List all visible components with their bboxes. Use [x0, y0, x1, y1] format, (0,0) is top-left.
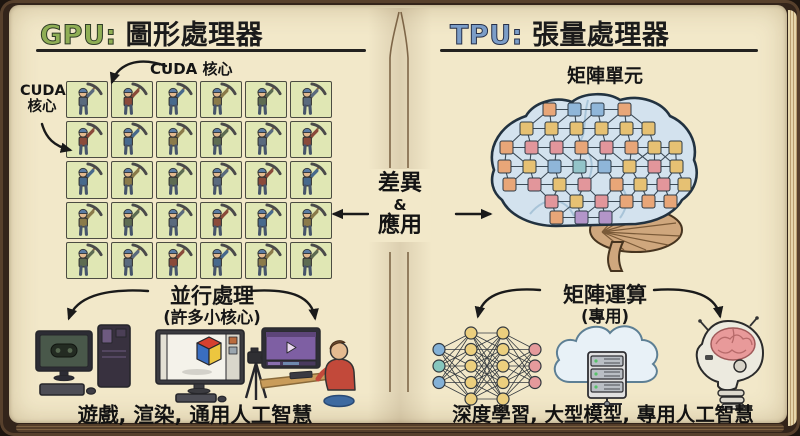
cuda-core-cell — [245, 241, 288, 279]
miner-icon — [302, 82, 327, 115]
miner-icon — [123, 243, 148, 276]
cuda-core-cell — [110, 81, 153, 119]
cuda-core-cell — [66, 121, 108, 159]
miner-icon — [123, 82, 148, 115]
cloud-server-icon — [553, 325, 659, 408]
cuda-core-cell — [66, 81, 108, 119]
miner-icon — [212, 122, 238, 156]
parallel-processing-note: (許多小核心) — [163, 308, 261, 327]
matrix-unit-chip-grid — [497, 102, 692, 225]
cuda-core-cell — [290, 161, 332, 199]
gpu-title-text: 圖形處理器 — [125, 20, 264, 51]
tpu-brain-illustration — [490, 92, 698, 272]
tpu-page-title: TPU: 張量處理器 — [450, 13, 669, 52]
gaming-pc-icon — [35, 324, 131, 396]
miner-icon — [78, 203, 103, 236]
miner-icon — [257, 162, 282, 196]
miner-icon — [78, 162, 103, 196]
cuda-cores-label-top: CUDA 核心 — [150, 60, 233, 78]
cuda-side-line2: 核心 — [27, 99, 57, 116]
miner-icon — [302, 162, 327, 196]
video-editing-person-icon — [260, 327, 356, 408]
miner-icon — [212, 162, 238, 196]
miner-icon — [168, 203, 193, 236]
miner-icon — [168, 82, 193, 115]
cuda-core-cell — [245, 161, 288, 199]
cuda-core-cell — [200, 81, 243, 119]
tpu-title-underline — [440, 49, 758, 52]
cuda-core-cell — [155, 81, 198, 119]
miner-icon — [123, 122, 148, 156]
cuda-core-cell — [290, 241, 332, 279]
gpu-title-underline — [36, 49, 366, 52]
difference-text: 差異 — [377, 171, 422, 196]
miner-icon — [302, 203, 327, 236]
miner-icon — [257, 122, 282, 156]
parallel-processing-label: 並行處理 — [170, 284, 254, 308]
cuda-side-line1: CUDA — [20, 83, 66, 99]
cuda-core-cell — [66, 161, 108, 199]
tpu-acronym: TPU: — [450, 20, 523, 52]
cuda-core-cell — [290, 81, 332, 119]
cuda-core-cell — [245, 81, 288, 119]
page-stack-edge-right — [788, 10, 797, 426]
cuda-core-cell — [245, 121, 288, 159]
miner-icon — [257, 203, 282, 236]
cuda-cores-label-side: CUDA 核心 — [20, 83, 66, 116]
3d-render-workstation-icon — [155, 329, 268, 403]
miner-icon — [168, 243, 193, 276]
gpu-page-title: GPU: 圖形處理器 — [40, 13, 263, 52]
gpu-acronym: GPU: — [40, 20, 117, 52]
page-stack-edge-bottom — [16, 424, 784, 432]
brain-stem — [607, 241, 625, 272]
cuda-core-cell — [110, 241, 153, 279]
tpu-title-text: 張量處理器 — [531, 20, 670, 51]
ampersand: & — [393, 195, 407, 214]
miner-icon — [78, 243, 103, 276]
cuda-core-cell — [245, 201, 288, 239]
cuda-core-cell — [155, 201, 198, 239]
cuda-core-cell — [155, 241, 198, 279]
difference-application-label: 差異 & 應用 — [369, 169, 431, 242]
ai-robot-head-icon — [695, 316, 765, 410]
miner-icon — [168, 162, 193, 196]
cuda-core-cell — [200, 241, 243, 279]
cuda-core-cell — [66, 241, 108, 279]
miner-icon — [257, 82, 282, 115]
application-text: 應用 — [377, 212, 422, 238]
miner-icon — [212, 243, 238, 276]
cuda-core-cell — [110, 161, 153, 199]
miner-icon — [302, 243, 327, 276]
cuda-core-cell — [200, 161, 243, 199]
neural-network-icon — [432, 326, 542, 406]
cuda-core-cell — [110, 121, 153, 159]
miner-icon — [78, 122, 103, 156]
miner-icon — [212, 203, 238, 236]
miner-icon — [123, 203, 148, 236]
cuda-core-cell — [66, 201, 108, 239]
miner-icon — [212, 82, 238, 115]
cuda-core-cell — [290, 121, 332, 159]
cuda-core-cell — [290, 201, 332, 239]
cuda-core-cell — [155, 161, 198, 199]
gpu-applications-caption: 遊戲, 渲染, 通用人工智慧 — [77, 403, 313, 427]
miner-icon — [257, 243, 282, 276]
miner-icon — [123, 162, 148, 196]
cuda-core-grid — [66, 81, 332, 279]
miner-icon — [168, 122, 193, 156]
miner-icon — [302, 122, 327, 156]
cuda-core-cell — [110, 201, 153, 239]
cuda-core-cell — [200, 121, 243, 159]
matrix-operations-note: (專用) — [580, 307, 630, 326]
tpu-applications-caption: 深度學習, 大型模型, 專用人工智慧 — [452, 403, 754, 426]
miner-icon — [78, 82, 103, 115]
matrix-unit-label: 矩陣單元 — [566, 65, 643, 87]
cuda-core-cell — [200, 201, 243, 239]
cuda-core-cell — [155, 121, 198, 159]
matrix-operations-label: 矩陣運算 — [563, 283, 647, 307]
